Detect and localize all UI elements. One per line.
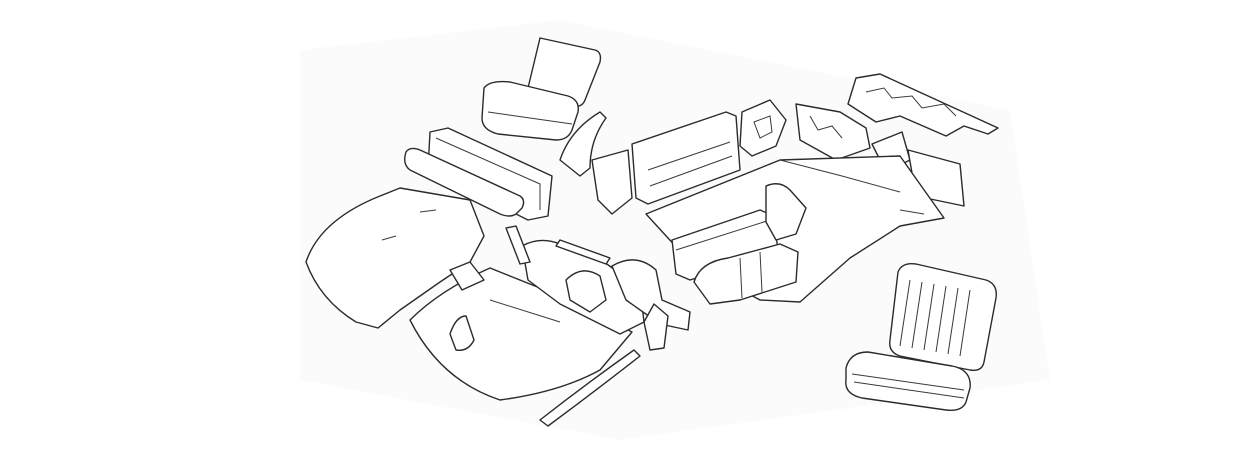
door-panel-part xyxy=(631,111,741,205)
kick-panel-part xyxy=(739,99,787,157)
headlining-part xyxy=(305,187,485,329)
wheel-arch-cover-parts xyxy=(521,239,691,351)
small-trim-strips xyxy=(449,225,611,291)
sill-trim-strip-part xyxy=(539,349,641,427)
transmission-tunnel-part xyxy=(671,183,807,305)
quarter-trim-part xyxy=(559,111,633,215)
rear-side-panel-parts xyxy=(403,127,553,221)
front-seat-part xyxy=(481,37,602,141)
trunk-floor-part xyxy=(409,267,633,401)
rear-floor-mat-part xyxy=(847,73,999,137)
rear-seat-part xyxy=(845,262,997,412)
